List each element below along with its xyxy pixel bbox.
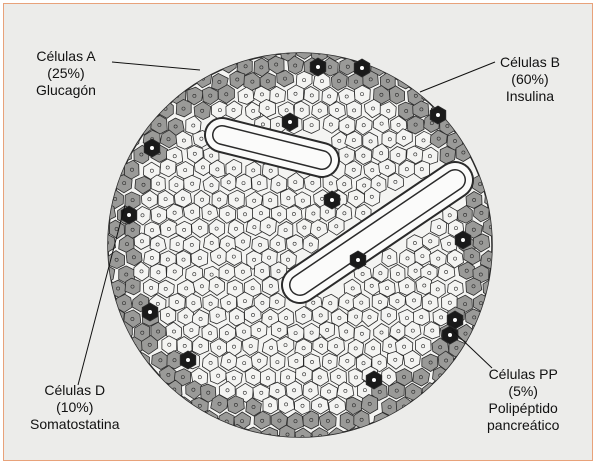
beta-cell <box>303 117 319 134</box>
delta-cell-nucleus <box>288 120 292 124</box>
alpha-cell <box>219 412 234 431</box>
label-cells-b-name: Células B <box>500 54 560 71</box>
label-cells-pp-name: Células PP <box>487 366 559 383</box>
label-cells-a-name: Células A <box>36 48 96 65</box>
cell-nucleus <box>251 49 254 52</box>
cell-nucleus <box>208 418 211 421</box>
cell-nucleus <box>235 432 238 435</box>
cell-nucleus <box>117 169 120 172</box>
delta-cell-nucleus <box>360 66 364 70</box>
beta-cell <box>252 174 268 191</box>
cell-nucleus <box>130 138 133 141</box>
cell-nucleus <box>334 51 337 54</box>
cell-nucleus <box>252 435 255 438</box>
delta-cell-nucleus <box>372 378 376 382</box>
cell-nucleus <box>140 360 143 363</box>
cell-nucleus <box>404 79 407 82</box>
delta-cell-nucleus <box>330 198 334 202</box>
beta-cell <box>184 175 201 192</box>
label-cells-d: Células D (10%) Somatostatina <box>30 382 120 433</box>
beta-cell <box>382 248 397 266</box>
cell-nucleus <box>491 197 494 200</box>
leader-cells-b <box>420 62 495 92</box>
label-cells-d-hormone: Somatostatina <box>30 416 120 433</box>
delta-cell-nucleus <box>461 238 465 242</box>
cell-nucleus <box>378 66 381 69</box>
delta-cell-nucleus <box>316 65 320 69</box>
beta-cell <box>347 101 362 119</box>
cell-nucleus <box>123 329 126 332</box>
cell-nucleus <box>429 93 432 96</box>
leader-cells-a <box>112 62 200 70</box>
cell-nucleus <box>142 124 145 127</box>
beta-cell <box>151 175 165 192</box>
cell-nucleus <box>489 287 492 290</box>
alpha-cell <box>176 99 191 117</box>
cell-nucleus <box>122 151 125 154</box>
capillary-upper <box>222 135 322 160</box>
label-cells-pp: Células PP (5%) Polipéptido pancreático <box>487 366 559 434</box>
cell-nucleus <box>182 405 185 408</box>
label-cells-d-name: Células D <box>30 382 120 399</box>
beta-cell <box>263 397 278 414</box>
label-cells-d-percent: (10%) <box>30 399 120 416</box>
label-cells-pp-percent: (5%) <box>487 383 559 400</box>
cell-nucleus <box>430 390 433 393</box>
label-cells-a-hormone: Glucagón <box>36 82 96 99</box>
cell-nucleus <box>226 62 229 65</box>
label-cells-b-hormone: Insulina <box>500 88 560 105</box>
cell-nucleus <box>336 435 339 438</box>
label-cells-b: Células B (60%) Insulina <box>500 54 560 105</box>
delta-cell-nucleus <box>127 213 131 217</box>
delta-cell-nucleus <box>186 358 190 362</box>
cell-nucleus <box>479 329 482 332</box>
cell-nucleus <box>303 48 306 51</box>
alpha-cell <box>93 220 110 238</box>
label-cells-a: Células A (25%) Glucagón <box>36 48 96 99</box>
delta-cell-nucleus <box>148 310 152 314</box>
label-cells-pp-hormone-2: pancreático <box>487 417 559 434</box>
label-cells-a-percent: (25%) <box>36 65 96 82</box>
cell-nucleus <box>115 316 118 319</box>
cell-nucleus <box>106 210 109 213</box>
cell-nucleus <box>353 435 356 438</box>
alpha-cell <box>116 144 131 162</box>
label-cells-pp-hormone-1: Polipéptido <box>487 400 559 417</box>
cell-nucleus <box>266 51 269 54</box>
cell-layer <box>93 40 500 446</box>
label-cells-b-percent: (60%) <box>500 71 560 88</box>
alpha-cell <box>125 278 140 295</box>
delta-cell-nucleus <box>356 258 360 262</box>
delta-cell-nucleus <box>150 146 154 150</box>
delta-cell-nucleus <box>453 318 457 322</box>
alpha-cell <box>398 71 414 89</box>
delta-cell-nucleus <box>448 333 452 337</box>
delta-cell-nucleus <box>436 113 440 117</box>
cell-nucleus <box>100 227 103 230</box>
